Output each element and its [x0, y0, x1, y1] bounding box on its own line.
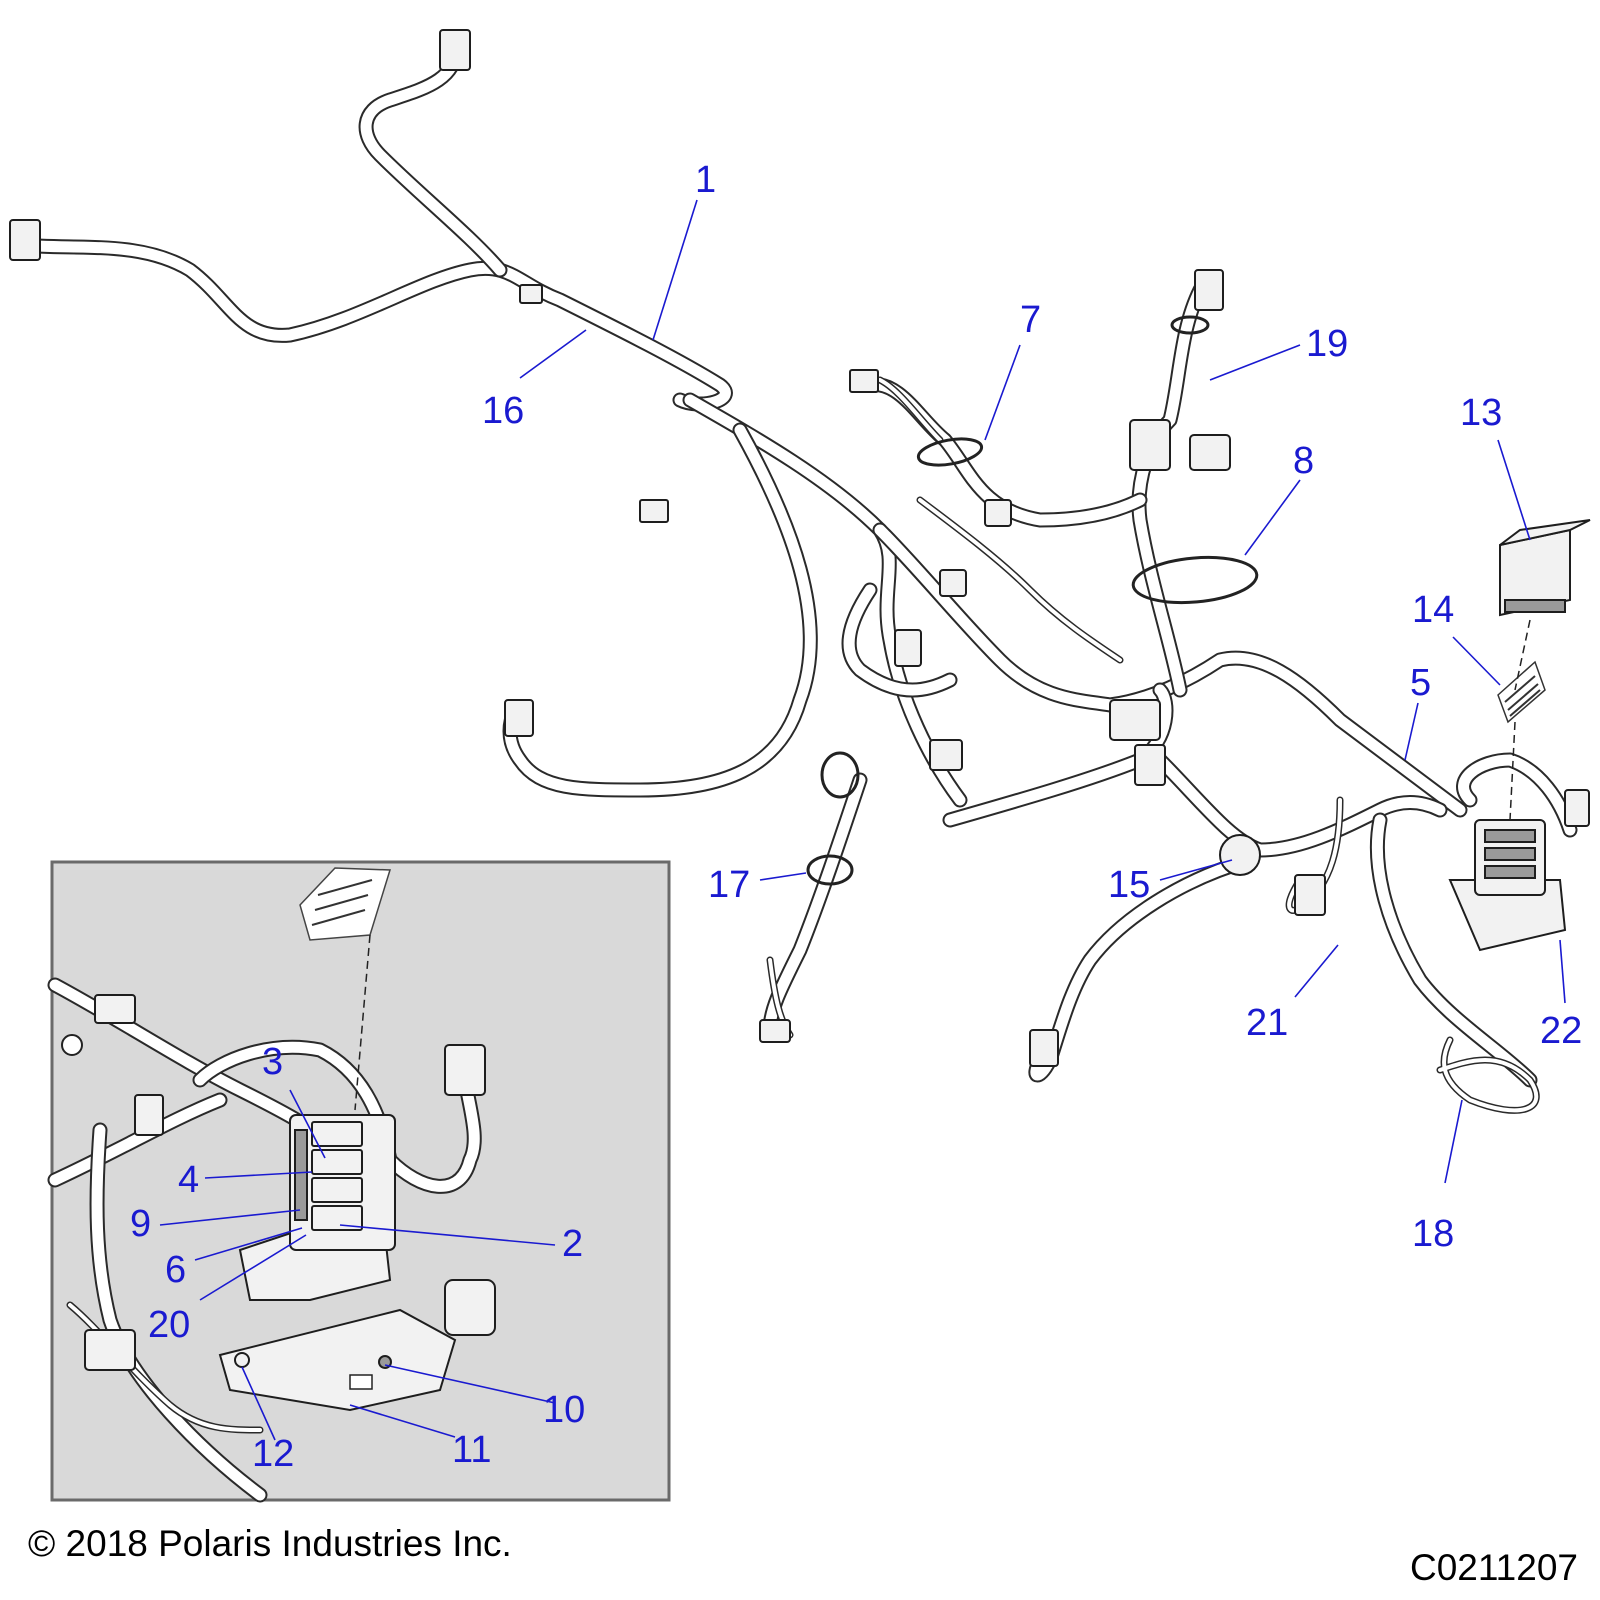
- callout-14: 14: [1412, 589, 1454, 631]
- callout-9: 9: [130, 1203, 151, 1245]
- connector-left-loop: [504, 699, 534, 737]
- fuse-box-main: [1448, 819, 1567, 952]
- connector-top: [439, 29, 471, 71]
- fuse-box-cover: [1499, 519, 1591, 617]
- callout-21: 21: [1246, 1002, 1288, 1044]
- callout-18: 18: [1412, 1213, 1454, 1255]
- copyright-notice: © 2018 Polaris Industries Inc.: [28, 1523, 512, 1564]
- callout-17: 17: [708, 864, 750, 906]
- callout-2: 2: [562, 1223, 583, 1265]
- leader-lines: [159, 199, 1566, 1441]
- connector-center: [1109, 699, 1161, 741]
- callout-10: 10: [543, 1389, 585, 1431]
- callout-20: 20: [148, 1304, 190, 1346]
- callout-22: 22: [1540, 1010, 1582, 1052]
- connector-cluster-19b: [1189, 434, 1231, 471]
- main-harness: [12, 37, 1578, 1088]
- connector-center-lower: [1134, 744, 1166, 786]
- connector-cluster-19: [1129, 419, 1171, 471]
- connectors: [9, 29, 1590, 1067]
- grommet-15: [1219, 834, 1261, 876]
- figure-code: C0211207: [1410, 1547, 1578, 1588]
- callout-7: 7: [1020, 299, 1041, 341]
- connector-17-end: [759, 1019, 791, 1043]
- callout-8: 8: [1293, 440, 1314, 482]
- connector-7-end: [849, 369, 879, 393]
- fuse-label-decal: [1497, 660, 1546, 724]
- callout-1: 1: [695, 159, 716, 201]
- callout-13: 13: [1460, 392, 1502, 434]
- connector-small-1: [519, 284, 543, 304]
- inset-detail-view: [47, 860, 671, 1503]
- callout-3: 3: [262, 1041, 283, 1083]
- callout-11: 11: [452, 1429, 491, 1471]
- callout-labels: 1 2 3 4 5 6 7 8 9 10 11 12 13 14 15 16 1…: [130, 159, 1582, 1475]
- cable-ties: [806, 315, 1259, 886]
- connector-far-right: [1564, 789, 1590, 827]
- callout-16: 16: [482, 390, 524, 432]
- callout-4: 4: [178, 1159, 199, 1201]
- callout-6: 6: [165, 1249, 186, 1291]
- callout-19: 19: [1306, 323, 1348, 365]
- connector-upper-left: [9, 219, 41, 261]
- decal-alignment-line: [1509, 619, 1531, 821]
- connector-left-mid: [894, 629, 922, 667]
- callout-15: 15: [1108, 864, 1150, 906]
- connector-near-7: [984, 499, 1012, 527]
- connector-mid: [939, 569, 967, 597]
- connector-lower-mid: [929, 739, 963, 771]
- callout-5: 5: [1410, 662, 1431, 704]
- connector-top-right: [1194, 269, 1224, 311]
- connector-21: [1294, 874, 1326, 916]
- connector-small-2: [639, 499, 669, 523]
- connector-bottom: [1029, 1029, 1059, 1067]
- callout-12: 12: [252, 1433, 294, 1475]
